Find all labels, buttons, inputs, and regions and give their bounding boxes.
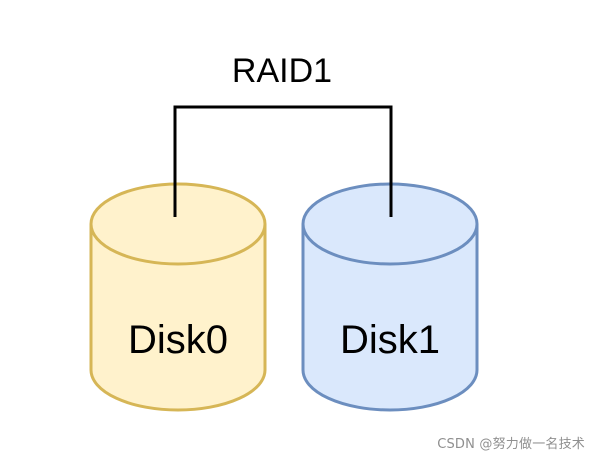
disk1-label: Disk1 bbox=[340, 318, 440, 362]
disk0-body bbox=[91, 224, 265, 410]
disk0-cylinder: Disk0 bbox=[89, 182, 267, 412]
disk0-label: Disk0 bbox=[128, 318, 228, 362]
disk0-body-outline bbox=[89, 224, 267, 412]
disk0-top bbox=[89, 182, 267, 266]
disk1-cylinder: Disk1 bbox=[301, 182, 479, 412]
raid-level-title: RAID1 bbox=[232, 52, 332, 90]
mirror-connector bbox=[173, 105, 393, 217]
disk1-body bbox=[303, 224, 477, 410]
watermark-text: CSDN @努力做一名技术 bbox=[437, 437, 585, 452]
disk1-body-outline bbox=[301, 224, 479, 412]
